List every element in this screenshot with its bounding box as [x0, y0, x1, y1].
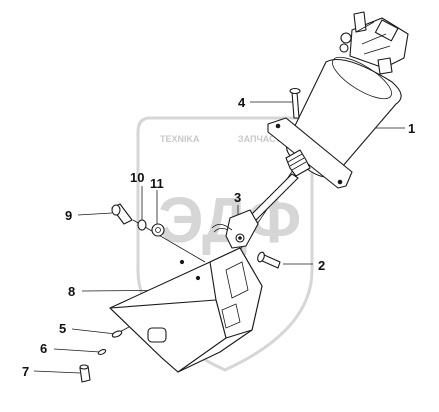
- callout-1: 1: [408, 121, 415, 136]
- bracket-rivet-2: [195, 275, 201, 281]
- callout-7: 7: [22, 364, 29, 379]
- cylinder-boot: [285, 149, 311, 177]
- valve-fitting-right: [377, 57, 393, 75]
- valve-connector: [374, 19, 399, 42]
- bolt-7-head: [79, 364, 89, 370]
- spring-clip: [211, 224, 233, 233]
- bracket-slot-lower: [221, 303, 241, 329]
- callout-4: 4: [238, 95, 246, 110]
- clevis-pin: [257, 251, 281, 269]
- callout-10: 10: [130, 170, 144, 185]
- bracket-rivet-1: [179, 259, 185, 265]
- cylinder-top-rim: [332, 56, 392, 100]
- boot-rings: [287, 153, 307, 171]
- callout-9: 9: [65, 208, 72, 223]
- callout-labels: 1 2 3 4 5 6 7 8 9 10 11: [22, 95, 415, 379]
- callout-2: 2: [318, 258, 325, 273]
- valve-fitting-left: [340, 32, 352, 44]
- long-bolt-head: [289, 87, 301, 95]
- lock-washer-10: [137, 219, 147, 231]
- long-bolt-shank: [291, 91, 300, 119]
- piston-rod-clevis: [225, 173, 299, 249]
- spring-clip-wire: [211, 224, 233, 233]
- washer-11-hole: [155, 227, 161, 233]
- clevis-pin-center: [238, 236, 242, 240]
- valve-fitting-top: [353, 11, 367, 33]
- callout-8: 8: [68, 284, 75, 299]
- flange-hole-1: [275, 123, 281, 129]
- bracket-slot: [225, 261, 249, 299]
- callout-5: 5: [59, 321, 66, 336]
- valve-detail-lines: [355, 21, 391, 55]
- clevis: [225, 209, 259, 249]
- washer-11: [151, 223, 165, 237]
- flange-hole-2: [337, 179, 343, 185]
- leader-line-6: [53, 348, 101, 353]
- clevis-pin-head: [257, 251, 265, 263]
- leader-line-5: [71, 328, 117, 335]
- callout-3: 3: [234, 190, 241, 205]
- callout-6: 6: [40, 341, 47, 356]
- watermark-top-left-text: TEXNIKA: [160, 134, 200, 144]
- air-cylinder: [267, 11, 409, 189]
- leader-line-7: [33, 370, 81, 374]
- cylinder-flange: [267, 117, 353, 189]
- long-bolt: [289, 87, 301, 119]
- valve-fitting-lower: [339, 43, 349, 53]
- leader-line-9: [77, 212, 113, 216]
- callout-11: 11: [150, 176, 164, 191]
- watermark-top-right-text: ЗАПЧАСТИ: [238, 134, 287, 144]
- lower-fasteners: [79, 330, 123, 383]
- mounting-bracket: [109, 247, 263, 373]
- washer-6: [97, 348, 107, 356]
- short-bolt-assembly: [111, 203, 165, 237]
- short-bolt-9-head: [111, 204, 121, 216]
- bracket-front-face: [109, 299, 227, 373]
- washer-5: [111, 330, 123, 338]
- bracket-mount-hole: [147, 327, 167, 343]
